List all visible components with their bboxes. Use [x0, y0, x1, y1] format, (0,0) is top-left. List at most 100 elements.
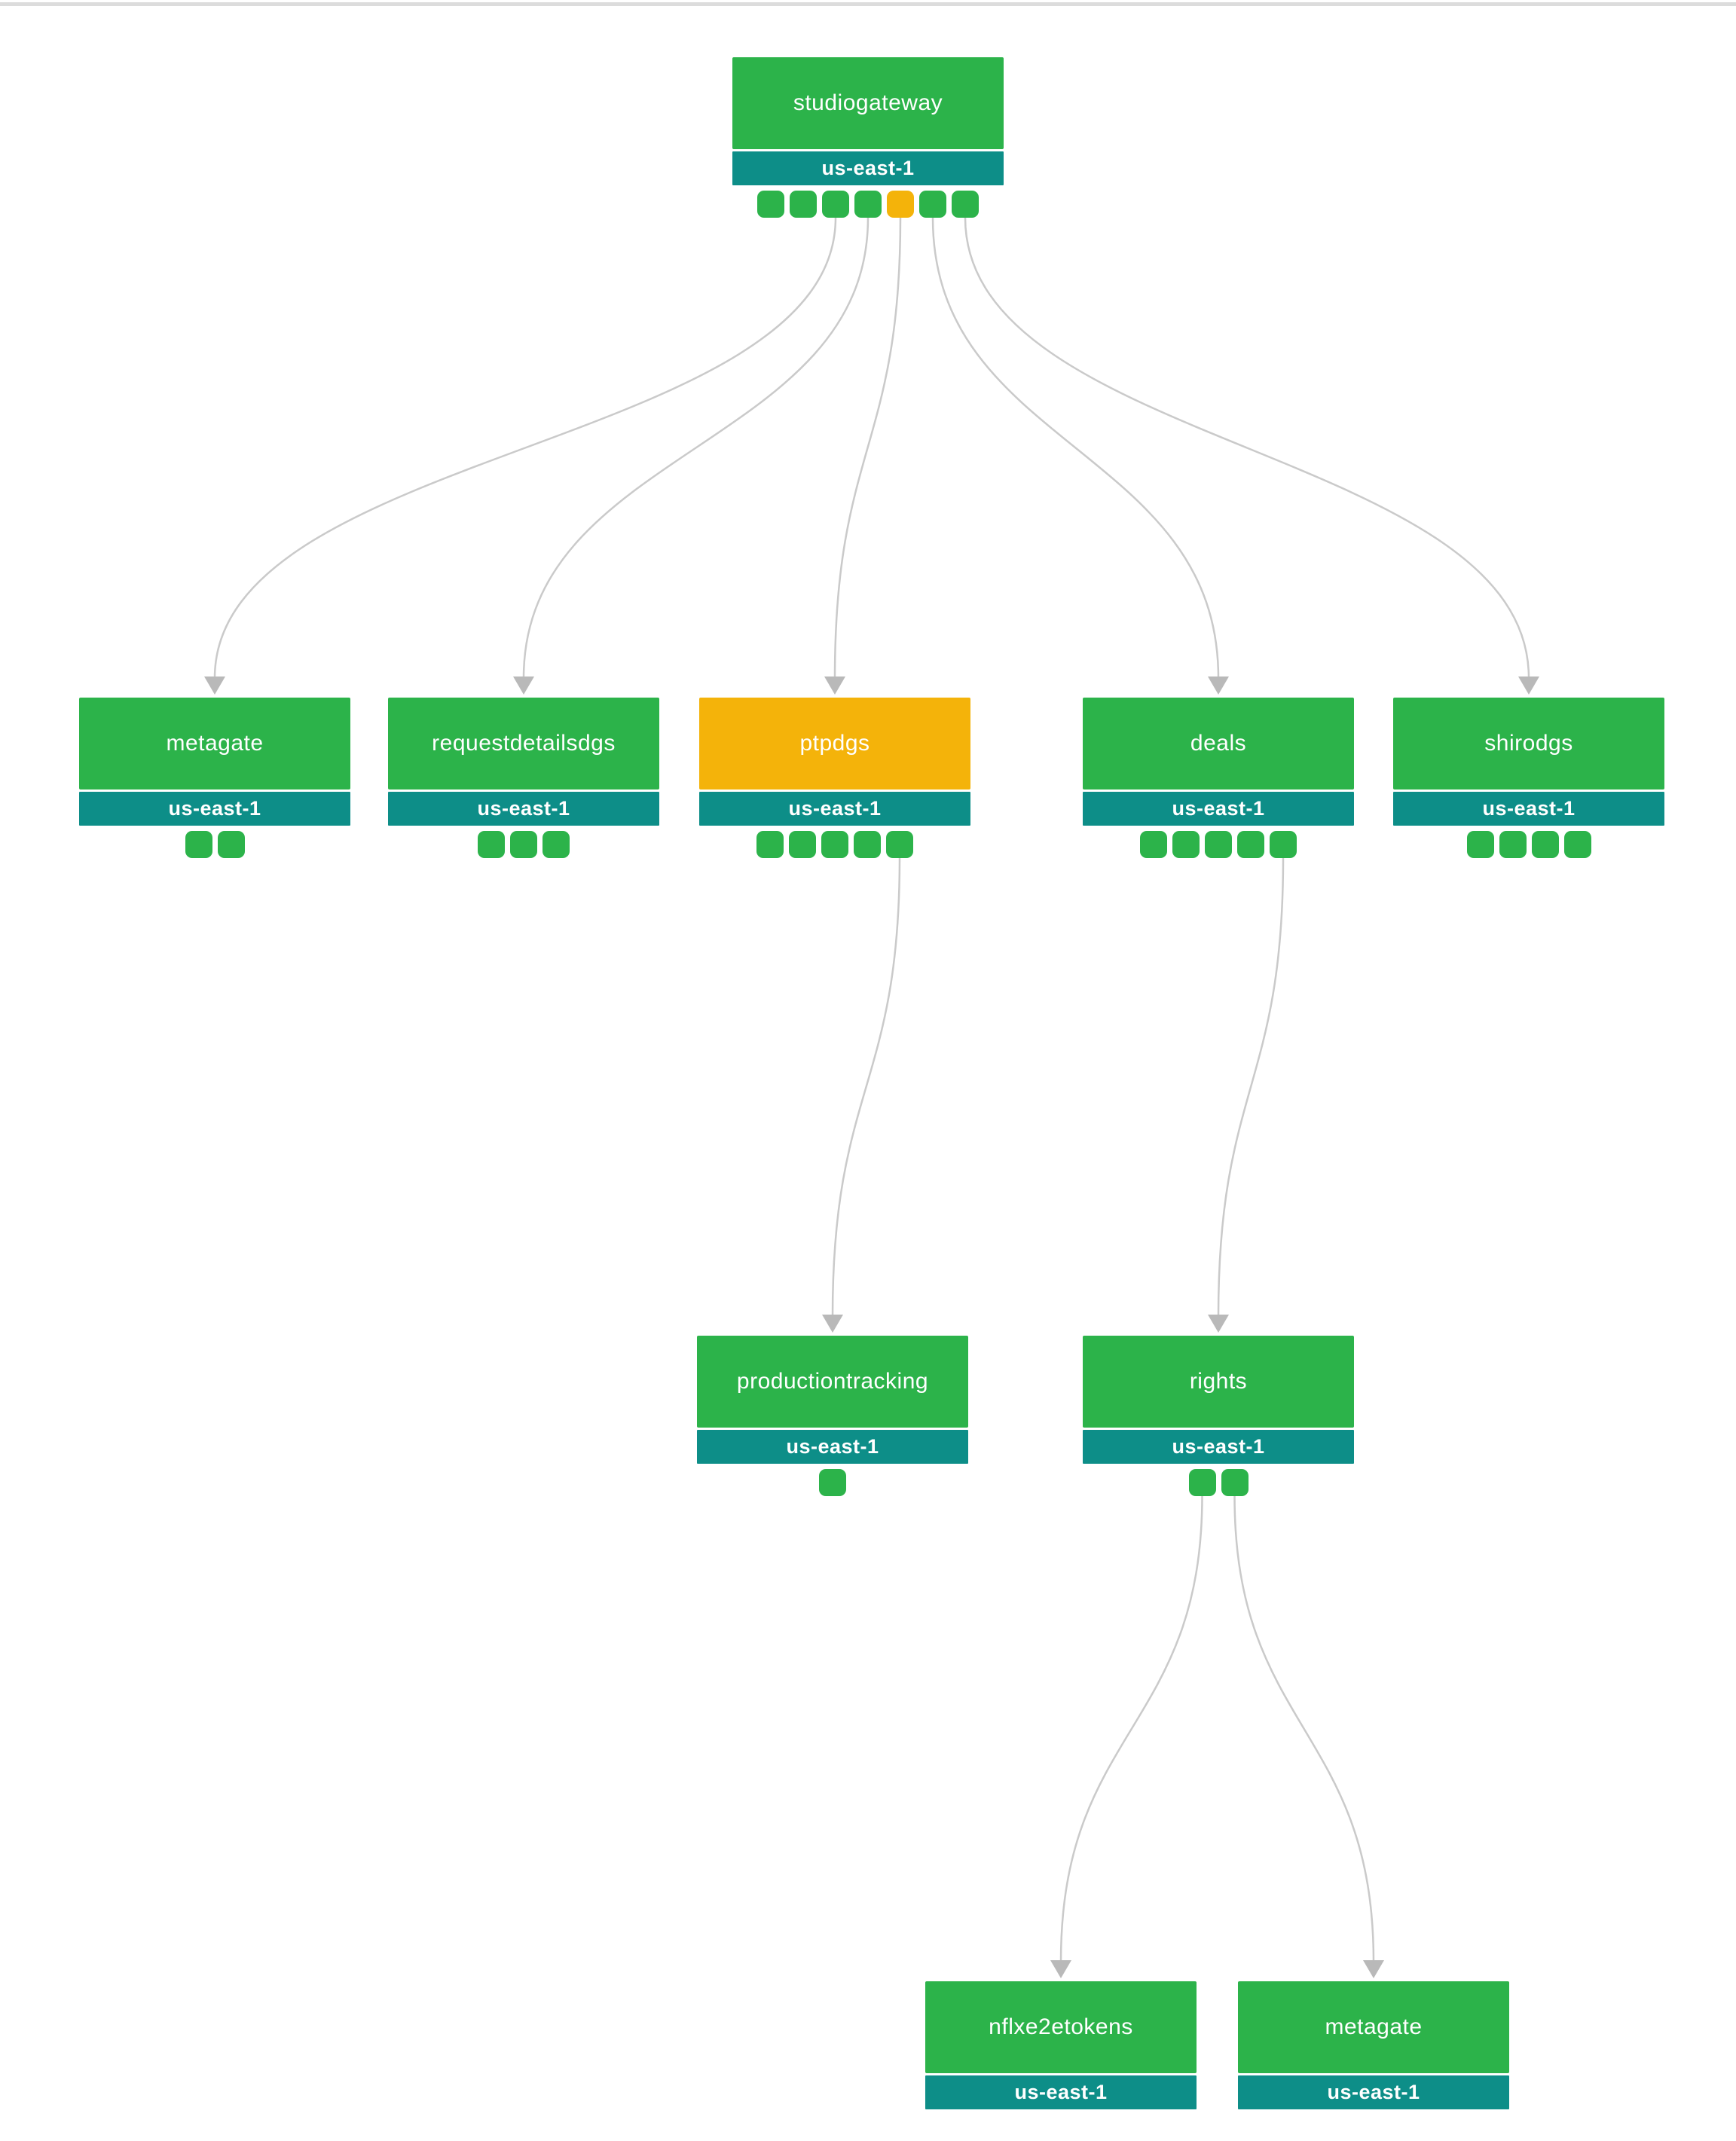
node-studiogateway-region-band: us-east-1 — [732, 151, 1004, 185]
edge-studiogateway-to-shirodgs — [964, 216, 1530, 680]
node-nflxe2etokens[interactable]: nflxe2etokens us-east-1 — [925, 1981, 1197, 2109]
node-deals-label: deals — [1190, 731, 1247, 756]
arrowhead-metagate-icon — [204, 677, 225, 695]
node-metagate-status-square-2[interactable] — [217, 831, 245, 858]
node-studiogateway[interactable]: studiogateway us-east-1 — [732, 57, 1004, 218]
edge-studiogateway-to-ptpdgs — [833, 216, 902, 680]
arrowhead-deals-icon — [1208, 677, 1229, 695]
node-requestdetailsdgs-label: requestdetailsdgs — [432, 731, 616, 756]
node-rights-status-squares — [1083, 1469, 1354, 1496]
node-productiontracking-status-square-1[interactable] — [819, 1469, 846, 1496]
node-studiogateway-status-square-5[interactable] — [887, 191, 914, 218]
node-studiogateway-header: studiogateway — [732, 57, 1004, 149]
node-studiogateway-region-label: us-east-1 — [821, 157, 915, 179]
node-ptpdgs-status-square-5[interactable] — [886, 831, 913, 858]
node-studiogateway-status-square-3[interactable] — [822, 191, 849, 218]
node-studiogateway-status-square-6[interactable] — [919, 191, 946, 218]
node-metagate-2-label: metagate — [1325, 2014, 1423, 2039]
node-deals-status-square-4[interactable] — [1237, 831, 1264, 858]
node-deals-status-squares — [1083, 831, 1354, 858]
edge-deals-to-rights — [1217, 857, 1285, 1318]
node-shirodgs[interactable]: shirodgs us-east-1 — [1393, 698, 1664, 858]
node-ptpdgs-status-square-1[interactable] — [756, 831, 784, 858]
node-requestdetailsdgs-status-square-2[interactable] — [510, 831, 537, 858]
node-metagate-2-region-label: us-east-1 — [1327, 2081, 1420, 2103]
arrowhead-ptpdgs-icon — [824, 677, 845, 695]
node-productiontracking-header: productiontracking — [697, 1336, 968, 1428]
node-ptpdgs-region-label: us-east-1 — [788, 797, 882, 820]
node-studiogateway-status-squares — [732, 191, 1004, 218]
node-studiogateway-status-square-7[interactable] — [952, 191, 979, 218]
arrowhead-requestdetailsdgs-icon — [513, 677, 534, 695]
node-metagate-region-label: us-east-1 — [168, 797, 261, 820]
node-deals-status-square-5[interactable] — [1270, 831, 1297, 858]
node-metagate-header: metagate — [79, 698, 350, 790]
node-ptpdgs-label: ptpdgs — [799, 731, 870, 756]
edge-studiogateway-to-metagate — [213, 216, 837, 680]
node-rights-label: rights — [1189, 1369, 1248, 1394]
node-metagate[interactable]: metagate us-east-1 — [79, 698, 350, 858]
edge-rights-to-nflxe2etokens — [1059, 1495, 1203, 1963]
node-shirodgs-region-band: us-east-1 — [1393, 792, 1664, 826]
node-shirodgs-status-squares — [1393, 831, 1664, 858]
node-productiontracking-status-squares — [697, 1469, 968, 1496]
node-requestdetailsdgs-region-label: us-east-1 — [477, 797, 570, 820]
node-requestdetailsdgs-status-square-1[interactable] — [478, 831, 505, 858]
node-metagate-label: metagate — [166, 731, 264, 756]
node-deals-status-square-2[interactable] — [1172, 831, 1200, 858]
node-nflxe2etokens-label: nflxe2etokens — [989, 2014, 1133, 2039]
node-shirodgs-status-square-2[interactable] — [1499, 831, 1527, 858]
node-productiontracking-region-band: us-east-1 — [697, 1430, 968, 1464]
node-shirodgs-header: shirodgs — [1393, 698, 1664, 790]
node-ptpdgs-status-square-2[interactable] — [789, 831, 816, 858]
node-nflxe2etokens-region-band: us-east-1 — [925, 2075, 1197, 2109]
node-ptpdgs-status-squares — [699, 831, 970, 858]
arrowhead-rights-icon — [1208, 1315, 1229, 1333]
node-metagate-status-squares — [79, 831, 350, 858]
node-metagate-2[interactable]: metagate us-east-1 — [1238, 1981, 1509, 2109]
edge-ptpdgs-to-productiontracking — [831, 857, 901, 1318]
node-metagate-2-region-band: us-east-1 — [1238, 2075, 1509, 2109]
node-nflxe2etokens-header: nflxe2etokens — [925, 1981, 1197, 2073]
node-shirodgs-status-square-4[interactable] — [1563, 831, 1591, 858]
node-rights-status-square-2[interactable] — [1221, 1469, 1249, 1496]
node-rights[interactable]: rights us-east-1 — [1083, 1336, 1354, 1496]
node-ptpdgs-status-square-3[interactable] — [821, 831, 848, 858]
node-deals-status-square-1[interactable] — [1140, 831, 1167, 858]
edge-studiogateway-to-deals — [931, 216, 1220, 680]
edge-studiogateway-to-requestdetailsdgs — [522, 216, 870, 680]
node-shirodgs-region-label: us-east-1 — [1482, 797, 1576, 820]
node-shirodgs-status-square-1[interactable] — [1466, 831, 1494, 858]
node-requestdetailsdgs-status-squares — [388, 831, 659, 858]
node-studiogateway-status-square-4[interactable] — [854, 191, 882, 218]
node-deals-status-square-3[interactable] — [1205, 831, 1232, 858]
top-divider — [0, 2, 1736, 6]
node-shirodgs-status-square-3[interactable] — [1531, 831, 1559, 858]
node-deals-region-band: us-east-1 — [1083, 792, 1354, 826]
node-rights-status-square-1[interactable] — [1188, 1469, 1216, 1496]
node-studiogateway-status-square-2[interactable] — [790, 191, 817, 218]
node-productiontracking[interactable]: productiontracking us-east-1 — [697, 1336, 968, 1496]
arrowhead-nflxe2etokens-icon — [1050, 1960, 1071, 1978]
node-metagate-status-square-1[interactable] — [185, 831, 212, 858]
arrowhead-productiontracking-icon — [822, 1315, 843, 1333]
node-studiogateway-label: studiogateway — [793, 90, 943, 115]
arrowhead-shirodgs-icon — [1518, 677, 1539, 695]
node-requestdetailsdgs-status-square-3[interactable] — [542, 831, 570, 858]
node-requestdetailsdgs[interactable]: requestdetailsdgs us-east-1 — [388, 698, 659, 858]
node-rights-region-band: us-east-1 — [1083, 1430, 1354, 1464]
node-deals[interactable]: deals us-east-1 — [1083, 698, 1354, 858]
node-studiogateway-status-square-1[interactable] — [757, 191, 784, 218]
arrowhead-metagate-2-icon — [1363, 1960, 1384, 1978]
node-ptpdgs-region-band: us-east-1 — [699, 792, 970, 826]
node-nflxe2etokens-region-label: us-east-1 — [1014, 2081, 1108, 2103]
node-rights-header: rights — [1083, 1336, 1354, 1428]
node-ptpdgs-header: ptpdgs — [699, 698, 970, 790]
node-ptpdgs[interactable]: ptpdgs us-east-1 — [699, 698, 970, 858]
node-productiontracking-label: productiontracking — [736, 1369, 929, 1394]
node-ptpdgs-status-square-4[interactable] — [854, 831, 881, 858]
node-requestdetailsdgs-header: requestdetailsdgs — [388, 698, 659, 790]
node-productiontracking-region-label: us-east-1 — [786, 1435, 879, 1458]
